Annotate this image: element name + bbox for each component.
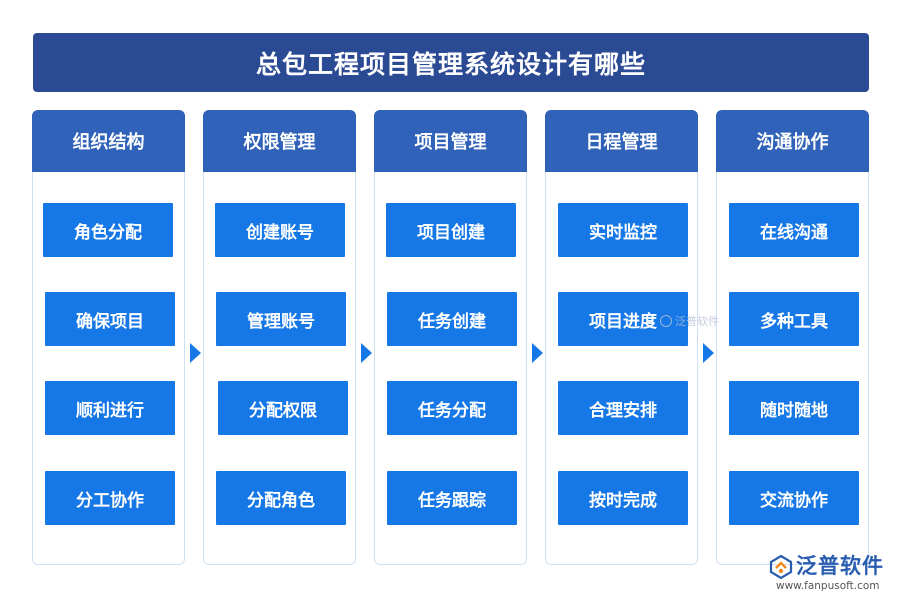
brand-logo: 泛普软件 www.fanpusoft.com <box>768 550 893 596</box>
column-item: 任务跟踪 <box>387 471 517 525</box>
flow-arrow-icon <box>190 343 201 363</box>
column-item: 确保项目 <box>45 292 175 346</box>
column-schedule-management: 日程管理 实时监控 项目进度 合理安排 按时完成 <box>545 110 698 565</box>
brand-logo-icon <box>769 554 793 580</box>
column-item: 创建账号 <box>215 203 345 257</box>
column-item: 实时监控 <box>558 203 688 257</box>
column-item: 任务分配 <box>387 381 517 435</box>
column-item: 多种工具 <box>729 292 859 346</box>
brand-name: 泛普软件 <box>796 554 884 578</box>
flow-arrow-icon <box>361 343 372 363</box>
flow-arrow-icon <box>532 343 543 363</box>
column-item: 管理账号 <box>216 292 346 346</box>
column-communication: 沟通协作 在线沟通 多种工具 随时随地 交流协作 <box>716 110 869 565</box>
column-project-management: 项目管理 项目创建 任务创建 任务分配 任务跟踪 <box>374 110 527 565</box>
column-item: 随时随地 <box>729 381 859 435</box>
column-item: 合理安排 <box>558 381 688 435</box>
column-item: 交流协作 <box>729 471 859 525</box>
watermark-icon <box>660 315 672 327</box>
column-item: 在线沟通 <box>729 203 859 257</box>
flow-arrow-icon <box>703 343 714 363</box>
column-header: 项目管理 <box>374 110 527 172</box>
column-header: 日程管理 <box>545 110 698 172</box>
column-header: 沟通协作 <box>716 110 869 172</box>
column-item: 角色分配 <box>43 203 173 257</box>
column-item: 任务创建 <box>387 292 517 346</box>
column-item: 分配角色 <box>216 471 346 525</box>
column-item: 项目创建 <box>386 203 516 257</box>
column-header: 组织结构 <box>32 110 185 172</box>
watermark: 泛普软件 <box>660 313 719 329</box>
diagram-title: 总包工程项目管理系统设计有哪些 <box>33 33 869 92</box>
column-item: 顺利进行 <box>45 381 175 435</box>
column-item: 按时完成 <box>558 471 688 525</box>
column-item: 分工协作 <box>45 471 175 525</box>
column-org-structure: 组织结构 角色分配 确保项目 顺利进行 分工协作 <box>32 110 185 565</box>
column-item: 分配权限 <box>218 381 348 435</box>
column-header: 权限管理 <box>203 110 356 172</box>
brand-url: www.fanpusoft.com <box>776 580 880 592</box>
column-permission-management: 权限管理 创建账号 管理账号 分配权限 分配角色 <box>203 110 356 565</box>
